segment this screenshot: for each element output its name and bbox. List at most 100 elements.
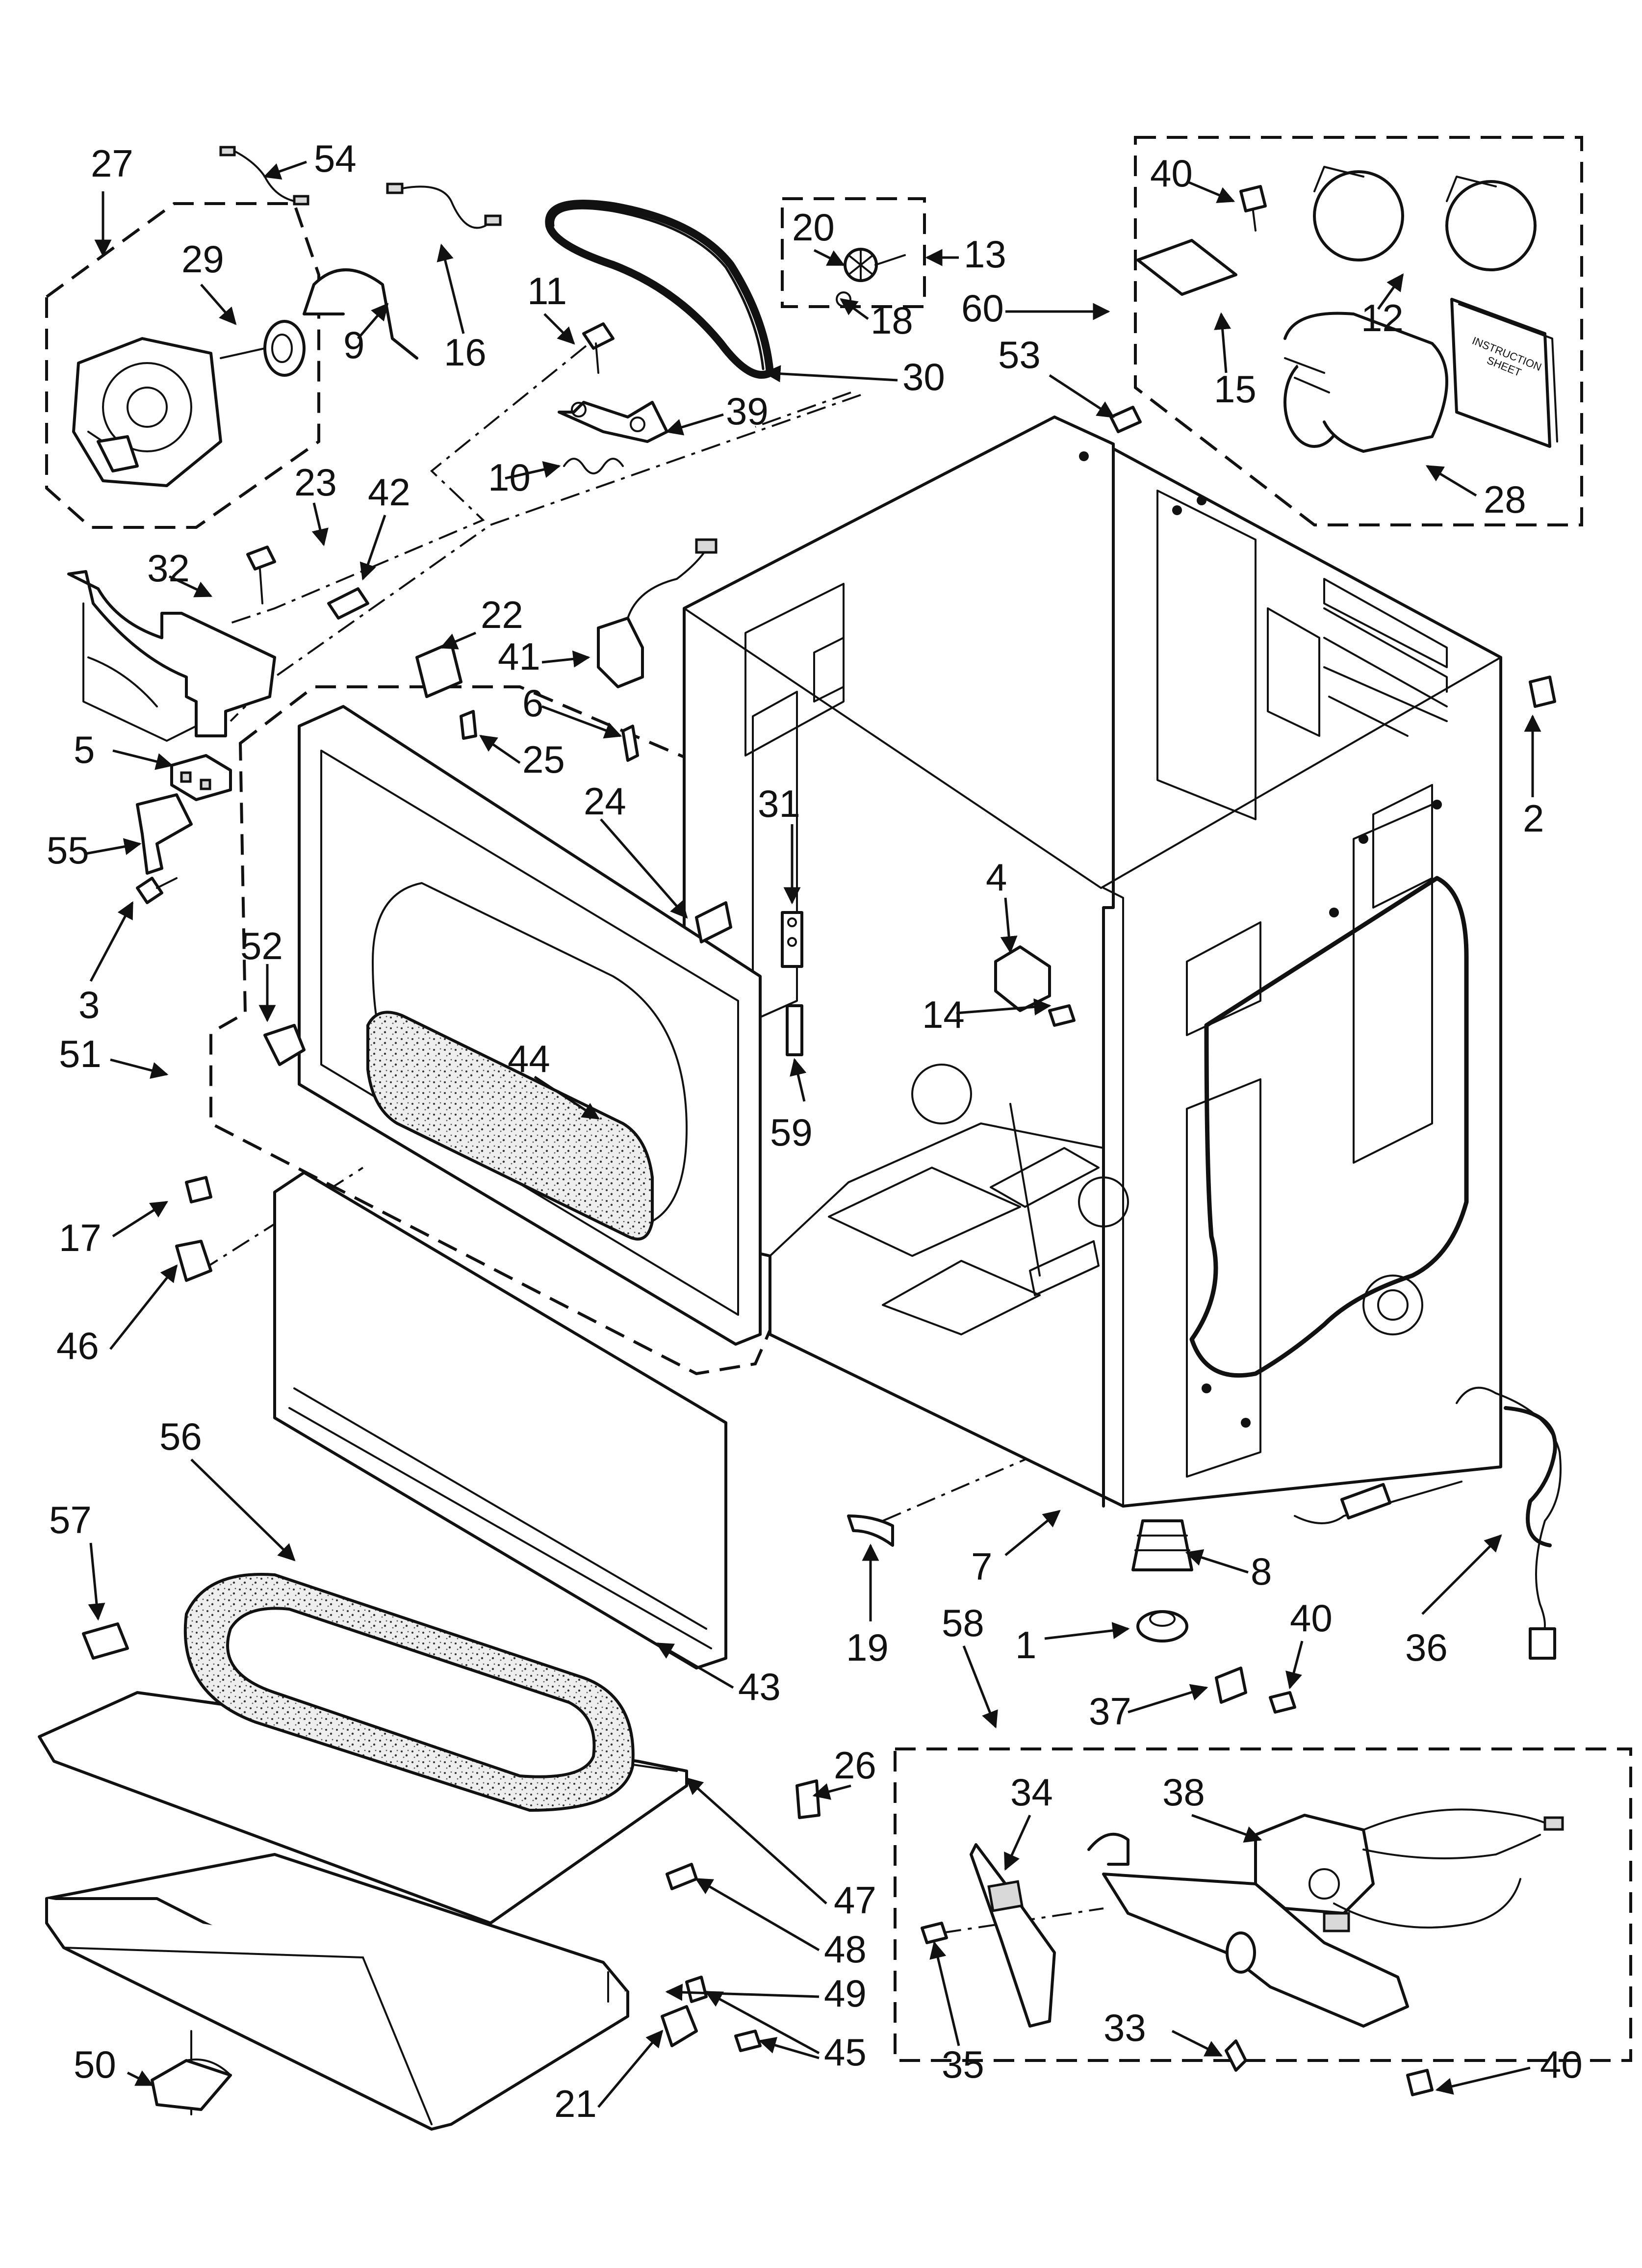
leader-arrow-20 (813, 249, 846, 266)
clip-46 (175, 1240, 212, 1282)
part-label-44: 44 (508, 1037, 550, 1080)
part-label-49: 49 (824, 1972, 867, 2015)
bracket-4 (994, 945, 1051, 1012)
exhaust-clamp-12a (1313, 166, 1404, 261)
drive-motor (72, 337, 222, 487)
part-label-42: 42 (368, 470, 410, 514)
motor-switch (170, 754, 232, 801)
instruction-sheet: INSTRUCTION SHEET (1450, 298, 1558, 448)
part-label-43: 43 (738, 1665, 781, 1708)
leader-arrow-42 (359, 515, 386, 581)
screw-42 (327, 587, 369, 620)
part-label-55: 55 (47, 829, 89, 872)
part-label-8: 8 (1251, 1550, 1272, 1593)
leader-arrow-14 (956, 998, 1052, 1016)
drum-seal-ring (183, 1573, 635, 1812)
foot-pad (1136, 1610, 1188, 1642)
leader-arrow-39 (665, 413, 724, 436)
part-label-9: 9 (343, 323, 364, 366)
leader-arrow-24 (600, 818, 688, 919)
part-label-18: 18 (871, 299, 913, 342)
exhaust-elbow-28 (1283, 312, 1448, 453)
part-label-16: 16 (444, 331, 487, 374)
screw-33 (1225, 2039, 1247, 2072)
leader-arrow-1 (1044, 1622, 1130, 1640)
motor-pulley (220, 320, 306, 377)
part-label-60: 60 (961, 287, 1004, 330)
part-label-54: 54 (314, 137, 357, 180)
leader-arrow-7 (1004, 1510, 1061, 1556)
screw-48 (666, 1863, 698, 1890)
part-label-12: 12 (1361, 296, 1404, 339)
part-label-4: 4 (986, 856, 1007, 899)
part-label-23: 23 (294, 461, 337, 504)
part-label-27: 27 (91, 142, 133, 185)
part-label-52: 52 (240, 924, 283, 967)
part-label-58: 58 (942, 1601, 984, 1644)
part-label-45: 45 (824, 2031, 867, 2074)
screw-53 (1109, 406, 1142, 433)
leader-arrow-36 (1421, 1534, 1502, 1615)
leader-arrow-45b (758, 2037, 820, 2059)
clip-26 (795, 1779, 821, 1819)
part-label-31: 31 (758, 782, 800, 825)
screw-40-exhaust (1239, 185, 1267, 232)
foot-50 (151, 2059, 232, 2111)
front-panel (298, 705, 762, 1346)
part-label-10: 10 (488, 456, 531, 499)
button-57 (82, 1622, 129, 1660)
leader-arrow-9 (357, 303, 389, 339)
part-label-56: 56 (159, 1415, 202, 1458)
part-label-11: 11 (527, 269, 567, 313)
leader-arrow-37 (1128, 1684, 1208, 1714)
leader-arrow-33 (1171, 2030, 1223, 2057)
strike-59 (786, 1004, 803, 1056)
part-label-40-cord: 40 (1290, 1596, 1333, 1640)
leader-arrow-8 (1185, 1549, 1249, 1574)
leveling-leg (1131, 1519, 1193, 1571)
screw-3 (136, 877, 178, 904)
leader-arrow-6 (541, 705, 622, 739)
part-label-59: 59 (770, 1111, 813, 1154)
leader-arrow-25 (479, 734, 521, 764)
leader-arrow-30 (763, 365, 898, 383)
leader-arrow-35 (929, 1941, 960, 2046)
part-label-19: 19 (846, 1626, 889, 1669)
motor-harness-54 (219, 146, 309, 206)
part-label-3: 3 (78, 983, 100, 1026)
part-label-40-valve: 40 (1540, 2043, 1583, 2086)
idler-spring (563, 458, 624, 474)
leader-arrow-45a (704, 1990, 820, 2055)
leader-arrow-17 (112, 1200, 168, 1238)
leader-arrow-21 (597, 2030, 664, 2108)
foot-cap (1529, 676, 1556, 708)
cabinet-top-assembly-line (755, 391, 851, 428)
part-label-20: 20 (792, 206, 835, 249)
leader-arrow-40v (1435, 2066, 1531, 2095)
leader-lines (85, 160, 1541, 2108)
part-label-24: 24 (584, 780, 626, 823)
part-label-2: 2 (1523, 797, 1544, 840)
part-label-38: 38 (1162, 1771, 1205, 1814)
burner-tube-34 (970, 1843, 1056, 2028)
part-label-40-top: 40 (1150, 152, 1193, 195)
part-label-50: 50 (74, 2043, 116, 2086)
part-label-26: 26 (834, 1744, 876, 1787)
leader-arrow-58 (962, 1645, 998, 1729)
part-label-6: 6 (522, 681, 543, 725)
base-clip-assembly-line (882, 1459, 1026, 1522)
part-label-15: 15 (1214, 367, 1257, 411)
switch-bracket (136, 793, 193, 875)
leader-arrow-10 (505, 461, 561, 480)
idler-bracket (558, 401, 668, 443)
bracket-31 (781, 911, 803, 968)
part-label-21: 21 (554, 2082, 597, 2125)
motor-mount-bracket (67, 570, 276, 742)
leader-arrow-22 (439, 631, 476, 650)
gas-valve-38 (1254, 1808, 1564, 1932)
hinge-24 (695, 901, 732, 943)
drive-belt (545, 200, 774, 379)
gas-valve-group-outline (894, 1747, 1632, 2062)
part-label-34: 34 (1010, 1771, 1053, 1814)
leader-arrow-40t (1186, 180, 1235, 203)
